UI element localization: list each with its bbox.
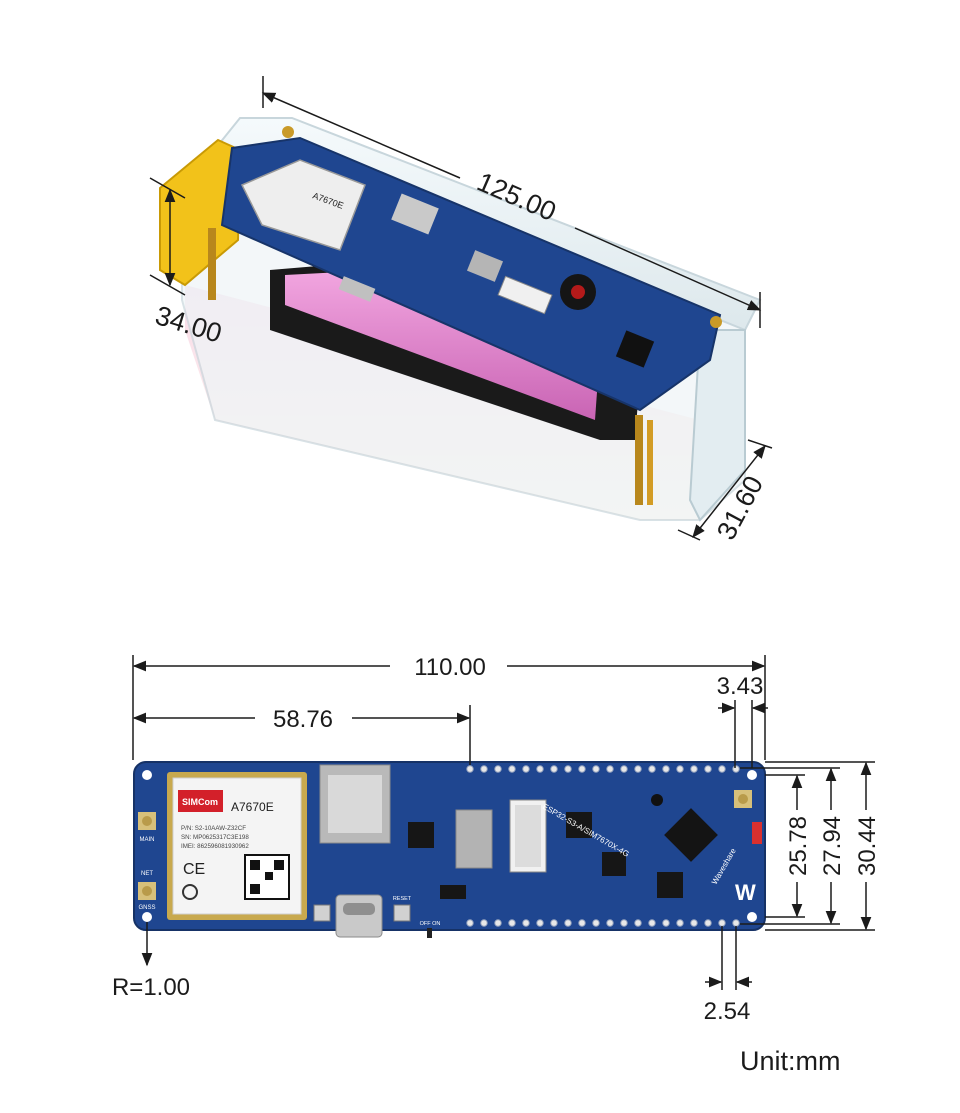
module-a7670e: SIMCom A7670E P/N: S2-10AAW-Z32CF SN: MP… <box>167 772 307 920</box>
standoff-2 <box>635 415 643 505</box>
module-sn-text: SN: MP0625317C3E198 <box>181 834 249 841</box>
yellow-cap <box>159 138 242 287</box>
dim-board-length-110: 110.00 <box>132 654 766 760</box>
ant-main-label: MAIN <box>140 837 155 843</box>
screw-2 <box>710 316 722 328</box>
module-imei-text: IMEI: 862596081930962 <box>181 843 249 850</box>
chip-3 <box>602 852 626 876</box>
dim-hole-offset-343: 3.43 <box>717 673 768 768</box>
module-pn-text: P/N: S2-10AAW-Z32CF <box>181 825 246 832</box>
reset-button <box>393 904 411 922</box>
screw-1 <box>282 126 294 138</box>
ant-net-label: NET <box>141 871 153 877</box>
esp32-chip-3d <box>615 330 655 368</box>
dim-height-mid-value: 27.94 <box>819 816 846 876</box>
usb-c-3d <box>338 276 376 302</box>
header-pins-top <box>466 765 740 773</box>
dim-offset-58: 58.76 <box>132 705 471 765</box>
sim-slot-3d <box>391 193 439 235</box>
power-switch <box>427 928 432 938</box>
reset-label: RESET <box>393 896 412 902</box>
dim-pin-pitch: 2.54 <box>704 926 752 1025</box>
standoff-1 <box>208 228 216 300</box>
led-indicator <box>752 822 762 844</box>
dim-heights: 25.78 27.94 30.44 <box>740 761 881 931</box>
waveshare-logo: W <box>735 880 756 905</box>
dim-hole-offset-value: 3.43 <box>717 673 764 700</box>
dim-pin-pitch-value: 2.54 <box>704 998 751 1025</box>
usb-c-port <box>335 894 383 938</box>
tf-card-slot <box>455 809 493 869</box>
chip-4 <box>657 872 683 898</box>
chip-5 <box>440 885 466 899</box>
simcom-logo <box>178 790 223 812</box>
chip-1 <box>408 822 434 848</box>
dim-board-length-value: 110.00 <box>414 654 486 681</box>
tf-slot-3d <box>466 250 504 282</box>
module-model-text: A7670E <box>231 800 274 814</box>
dim-height-outer-value: 30.44 <box>854 816 881 876</box>
dim-radius-value: R=1.00 <box>112 974 190 1001</box>
sim-card-slot-inner <box>328 775 382 833</box>
antenna-main: MAIN <box>138 812 156 843</box>
antenna-gnss: NET GNSS <box>138 871 156 911</box>
ant-gnss-label: GNSS <box>138 905 155 911</box>
simcom-logo-text: SIMCom <box>182 797 218 807</box>
buzzer <box>651 794 663 806</box>
mount-hole-tr <box>747 770 757 780</box>
module-cert-icon <box>182 884 198 900</box>
dim-height-inner-value: 25.78 <box>785 816 812 876</box>
ce-mark: CE <box>183 861 205 878</box>
power-switch-label: OFF ON <box>420 921 441 927</box>
header-pins-bottom <box>466 919 740 927</box>
mount-hole-tl <box>142 770 152 780</box>
mount-hole-bl <box>142 912 152 922</box>
chip-2 <box>566 812 592 838</box>
camera-lens-center <box>571 285 585 299</box>
dim-radius: R=1.00 <box>112 922 190 1001</box>
battery-cell <box>285 270 600 420</box>
dim-offset-value: 58.76 <box>273 706 333 733</box>
standoff-3 <box>647 420 653 505</box>
camera-connector-3d <box>497 275 553 315</box>
pcb-board-view: MAIN NET GNSS SIMCom A7670E P/N: S2-10AA… <box>133 761 766 938</box>
mount-hole-br <box>747 912 757 922</box>
enclosure-illustration: A7670E <box>159 117 762 522</box>
pcb-module-a7670e <box>240 159 366 251</box>
boot-button <box>313 904 331 922</box>
unit-label: Unit:mm <box>740 1046 841 1076</box>
